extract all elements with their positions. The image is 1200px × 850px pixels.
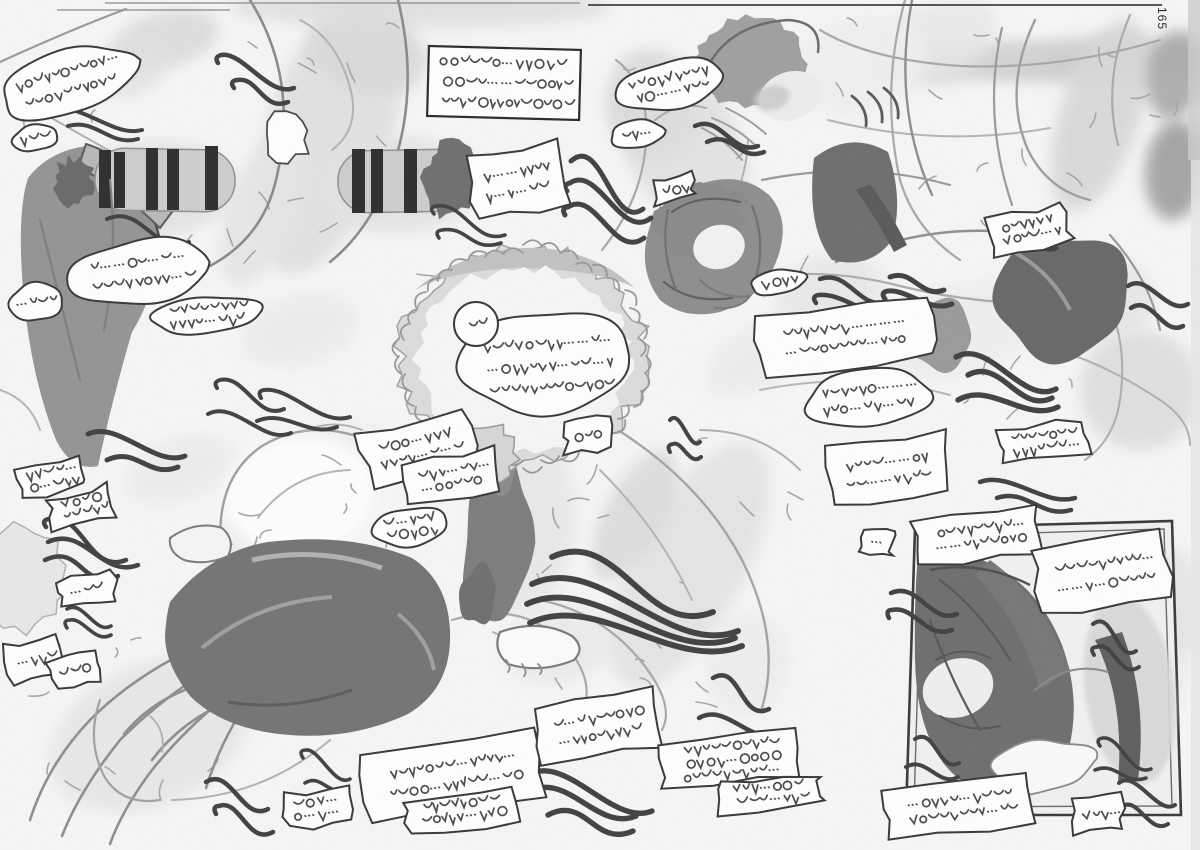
svg-text:165: 165	[1155, 7, 1169, 30]
